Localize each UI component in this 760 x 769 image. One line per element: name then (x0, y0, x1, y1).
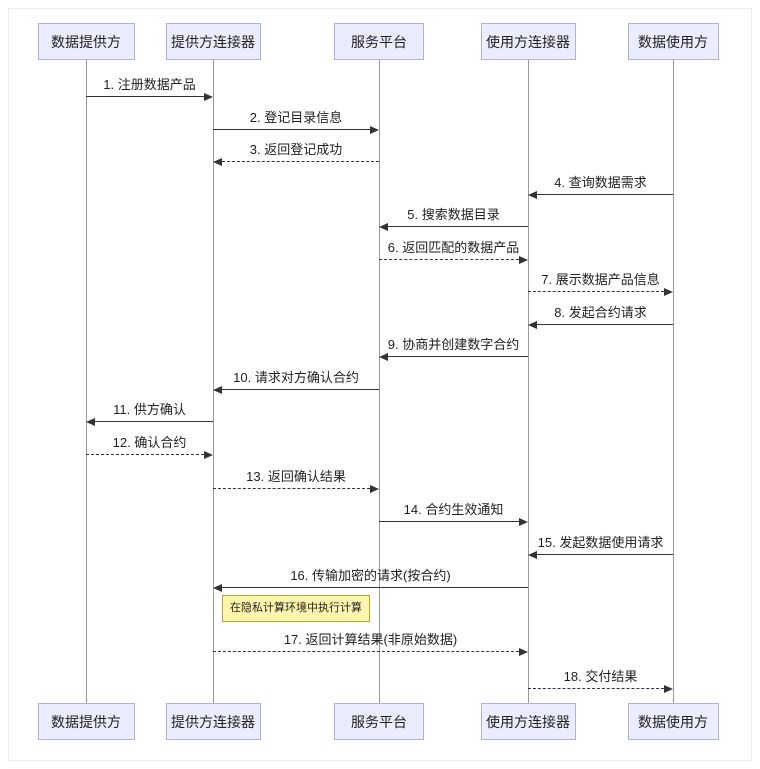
diagram-frame (8, 8, 752, 761)
participant-bottom-provider-connector: 提供方连接器 (165, 703, 261, 740)
arrowhead-icon (379, 352, 388, 361)
message-label: 12. 确认合约 (112, 435, 187, 450)
message-line (388, 356, 528, 357)
message-line (222, 161, 379, 162)
participant-bottom-data-consumer: 数据使用方 (627, 703, 719, 740)
participant-top-data-provider: 数据提供方 (37, 23, 135, 60)
participant-bottom-data-provider: 数据提供方 (37, 703, 135, 740)
participant-bottom-consumer-connector: 使用方连接器 (480, 703, 576, 740)
message-line (388, 226, 528, 227)
arrowhead-icon (528, 190, 537, 199)
message-label: 9. 协商并创建数字合约 (387, 337, 520, 352)
lifeline-data-provider (85, 60, 87, 703)
note: 在隐私计算环境中执行计算 (222, 595, 370, 622)
arrowhead-icon (204, 450, 213, 459)
message-label: 5. 搜索数据目录 (407, 207, 500, 222)
arrowhead-icon (528, 550, 537, 559)
arrowhead-icon (664, 684, 673, 693)
arrowhead-icon (519, 255, 528, 264)
arrowhead-icon (86, 417, 95, 426)
arrowhead-icon (370, 484, 379, 493)
message-label: 3. 返回登记成功 (249, 142, 343, 157)
arrowhead-icon (664, 287, 673, 296)
message-label: 15. 发起数据使用请求 (537, 535, 664, 550)
message-line (213, 488, 370, 489)
arrowhead-icon (519, 517, 528, 526)
message-line (222, 587, 528, 588)
message-label: 18. 交付结果 (563, 669, 638, 684)
message-line (379, 259, 519, 260)
message-label: 2. 登记目录信息 (249, 110, 343, 125)
arrowhead-icon (213, 583, 222, 592)
participant-top-service-platform: 服务平台 (334, 23, 424, 60)
message-label: 4. 查询数据需求 (554, 175, 647, 190)
message-line (537, 324, 673, 325)
participant-top-provider-connector: 提供方连接器 (165, 23, 261, 60)
message-label: 7. 展示数据产品信息 (541, 272, 660, 287)
message-line (528, 291, 664, 292)
arrowhead-icon (213, 157, 222, 166)
arrowhead-icon (204, 92, 213, 101)
message-line (213, 129, 370, 130)
arrowhead-icon (213, 385, 222, 394)
message-label: 13. 返回确认结果 (246, 469, 346, 484)
participant-top-consumer-connector: 使用方连接器 (480, 23, 576, 60)
lifeline-service-platform (378, 60, 380, 703)
arrowhead-icon (519, 647, 528, 656)
message-line (379, 521, 519, 522)
message-label: 1. 注册数据产品 (103, 77, 196, 92)
message-line (86, 96, 204, 97)
participant-bottom-service-platform: 服务平台 (334, 703, 424, 740)
message-line (95, 421, 213, 422)
message-line (213, 651, 519, 652)
participant-top-data-consumer: 数据使用方 (627, 23, 719, 60)
lifeline-provider-connector (212, 60, 214, 703)
message-label: 6. 返回匹配的数据产品 (387, 240, 520, 255)
arrowhead-icon (370, 125, 379, 134)
message-label: 17. 返回计算结果(非原始数据) (283, 632, 458, 647)
arrowhead-icon (379, 222, 388, 231)
message-label: 8. 发起合约请求 (554, 305, 647, 320)
message-label: 11. 供方确认 (113, 402, 186, 417)
message-label: 14. 合约生效通知 (403, 502, 504, 517)
lifeline-data-consumer (672, 60, 674, 703)
message-line (537, 194, 673, 195)
message-line (86, 454, 204, 455)
message-label: 10. 请求对方确认合约 (233, 370, 359, 385)
message-line (528, 688, 664, 689)
message-label: 16. 传输加密的请求(按合约) (290, 568, 451, 583)
lifeline-consumer-connector (527, 60, 529, 703)
message-line (222, 389, 379, 390)
message-line (537, 554, 673, 555)
arrowhead-icon (528, 320, 537, 329)
